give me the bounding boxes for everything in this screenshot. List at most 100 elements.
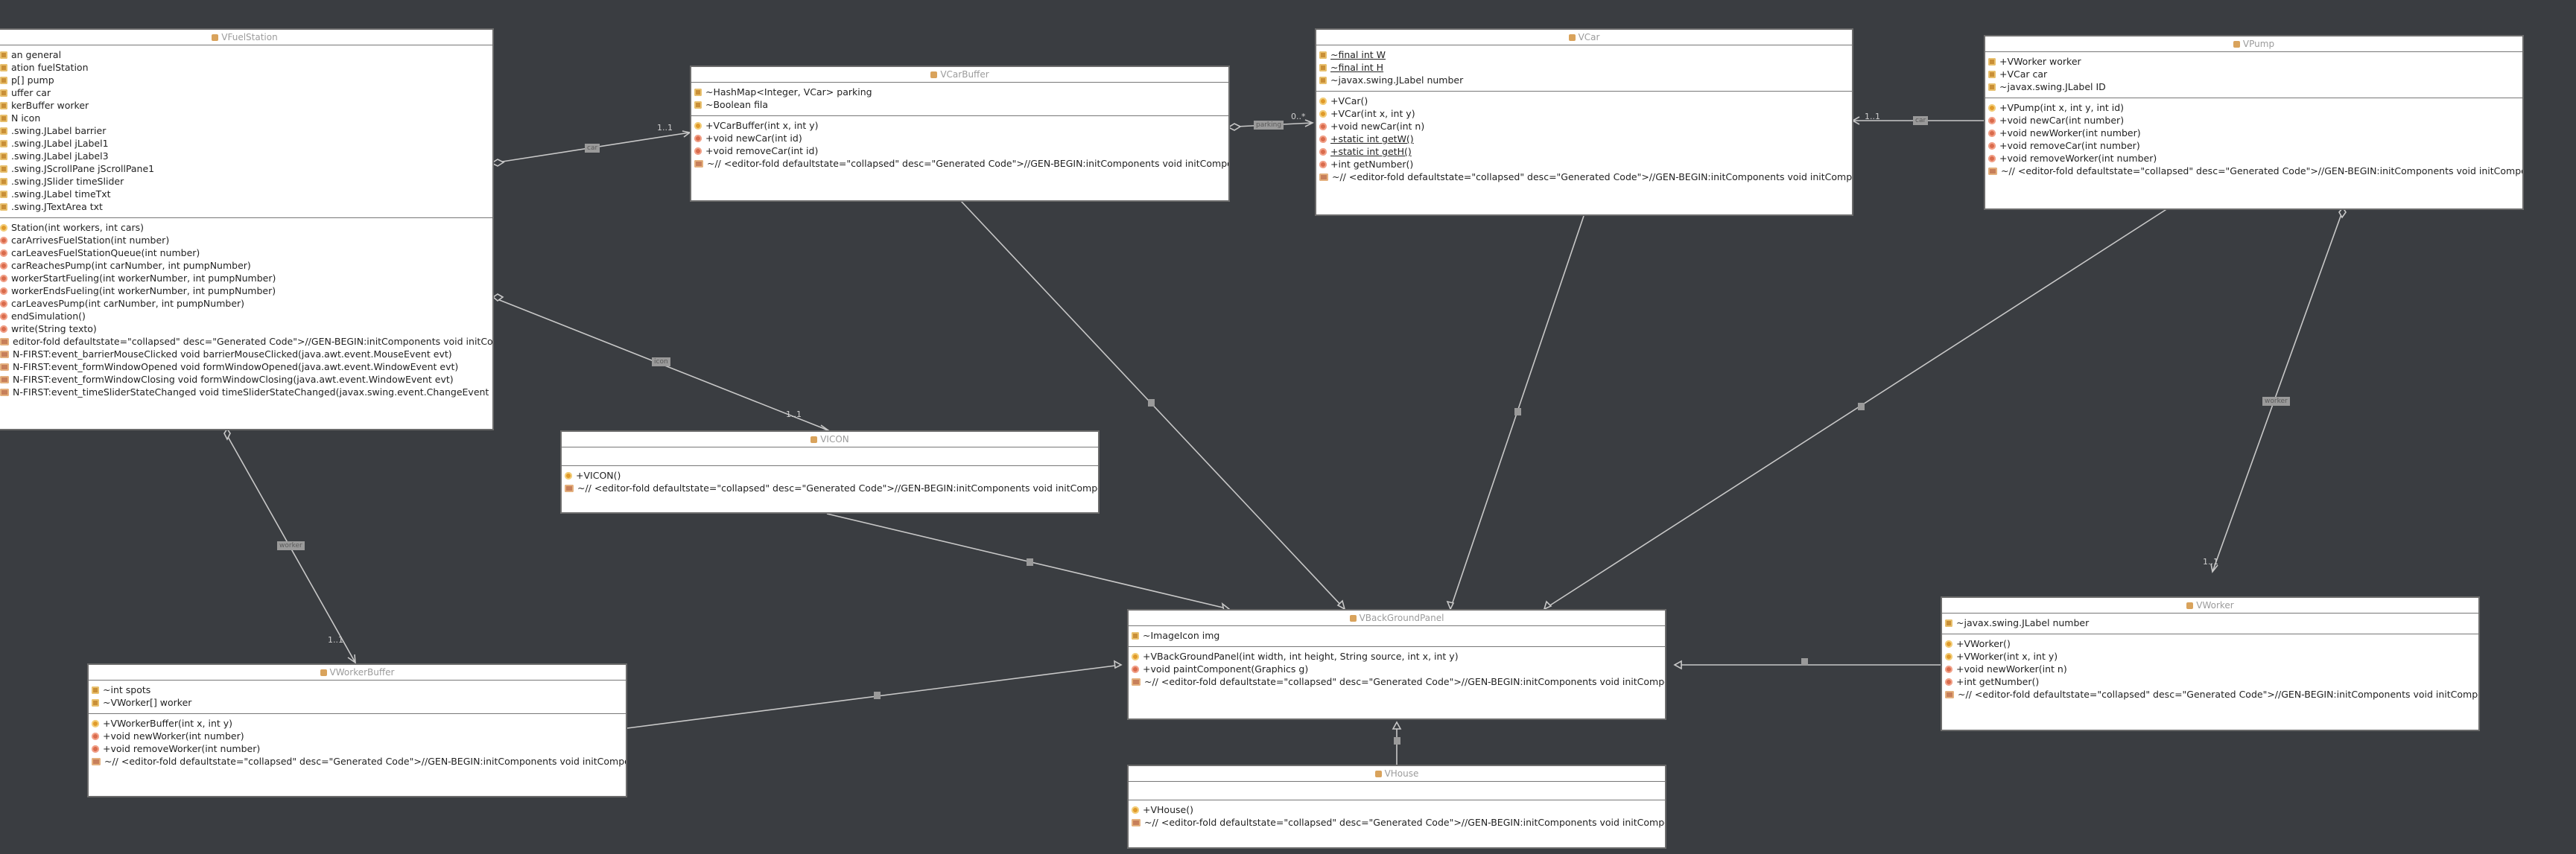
method-row[interactable]: +static int getH() — [1319, 145, 1852, 158]
field-row[interactable]: .swing.JLabel jLabel3 — [0, 150, 492, 162]
field-row[interactable]: .swing.JTextArea txt — [0, 200, 492, 213]
fold-icon — [0, 351, 9, 358]
method-row[interactable]: write(String texto) — [0, 322, 492, 335]
class-vworkerbuffer[interactable]: VWorkerBuffer~int spots~VWorker[] worker… — [87, 663, 627, 797]
class-vicon[interactable]: VICON+VICON()~// <editor-fold defaultsta… — [560, 430, 1100, 514]
method-row[interactable]: +VPump(int x, int y, int id) — [1988, 101, 2522, 114]
field-row[interactable]: ~javax.swing.JLabel ID — [1988, 80, 2522, 93]
field-row[interactable]: ~ImageIcon img — [1132, 629, 1665, 642]
method-row[interactable]: +void newWorker(int number) — [1988, 127, 2522, 139]
method-row[interactable]: +void newCar(int id) — [694, 132, 1228, 144]
method-row[interactable]: ~// <editor-fold defaultstate="collapsed… — [92, 755, 626, 768]
field-row[interactable]: an general — [0, 48, 492, 61]
field-row[interactable]: .swing.JLabel timeTxt — [0, 188, 492, 200]
method-row[interactable]: ~// <editor-fold defaultstate="collapsed… — [1132, 816, 1665, 829]
method-icon — [694, 147, 702, 155]
method-row[interactable]: Station(int workers, int cars) — [0, 221, 492, 234]
method-row[interactable]: carLeavesPump(int carNumber, int pumpNum… — [0, 297, 492, 310]
method-text: endSimulation() — [11, 310, 86, 322]
class-title: VWorker — [1942, 598, 2478, 614]
field-row[interactable]: uffer car — [0, 86, 492, 99]
constructor-icon — [92, 720, 99, 727]
field-row[interactable]: N icon — [0, 112, 492, 124]
method-icon — [1319, 136, 1327, 143]
class-vhouse[interactable]: VHouse+VHouse()~// <editor-fold defaults… — [1127, 765, 1666, 849]
field-row[interactable]: +VWorker worker — [1988, 55, 2522, 68]
field-row[interactable]: kerBuffer worker — [0, 99, 492, 112]
method-row[interactable]: +VBackGroundPanel(int width, int height,… — [1132, 650, 1665, 663]
fold-icon — [1132, 678, 1141, 686]
method-row[interactable]: N-FIRST:event_formWindowClosing void for… — [0, 373, 492, 386]
method-row[interactable]: +void removeWorker(int number) — [1988, 152, 2522, 165]
assoc-pump-worker[interactable] — [2212, 211, 2343, 573]
class-vbackgroundpanel[interactable]: VBackGroundPanel~ImageIcon img+VBackGrou… — [1127, 609, 1666, 720]
field-row[interactable]: .swing.JScrollPane jScrollPane1 — [0, 162, 492, 175]
field-text: ~Boolean fila — [705, 99, 769, 110]
field-row[interactable]: .swing.JSlider timeSlider — [0, 175, 492, 188]
method-row[interactable]: workerEndsFueling(int workerNumber, int … — [0, 284, 492, 297]
field-row[interactable]: p[] pump — [0, 74, 492, 86]
inheritance-arrowhead — [1114, 660, 1123, 669]
edge-handle[interactable] — [1148, 399, 1155, 407]
field-row[interactable]: +VCar car — [1988, 68, 2522, 80]
method-row[interactable]: carReachesPump(int carNumber, int pumpNu… — [0, 259, 492, 272]
field-row[interactable]: ~int spots — [92, 683, 626, 696]
method-row[interactable]: +void newWorker(int n) — [1945, 663, 2478, 675]
method-row[interactable]: +VWorker(int x, int y) — [1945, 650, 2478, 663]
field-row[interactable]: .swing.JLabel barrier — [0, 124, 492, 137]
method-row[interactable]: ~// <editor-fold defaultstate="collapsed… — [694, 157, 1228, 170]
method-row[interactable]: +VHouse() — [1132, 803, 1665, 816]
method-row[interactable]: +VWorker() — [1945, 637, 2478, 650]
class-vpump[interactable]: VPump+VWorker worker+VCar car~javax.swin… — [1984, 35, 2524, 210]
method-row[interactable]: +void newCar(int number) — [1988, 114, 2522, 127]
field-row[interactable]: ~Boolean fila — [694, 98, 1228, 111]
method-row[interactable]: +VICON() — [565, 469, 1098, 482]
method-row[interactable]: ~// <editor-fold defaultstate="collapsed… — [1132, 675, 1665, 688]
field-row[interactable]: ~final int H — [1319, 61, 1852, 74]
method-row[interactable]: +void newWorker(int number) — [92, 730, 626, 742]
method-row[interactable]: +static int getW() — [1319, 133, 1852, 145]
method-row[interactable]: ~// <editor-fold defaultstate="collapsed… — [1945, 688, 2478, 701]
method-row[interactable]: +int getNumber() — [1319, 158, 1852, 171]
class-vcarbuffer[interactable]: VCarBuffer~HashMap<Integer, VCar> parkin… — [690, 66, 1230, 202]
inherit-pump-bg[interactable] — [1544, 208, 2169, 610]
method-row[interactable]: +void removeWorker(int number) — [92, 742, 626, 755]
method-row[interactable]: carLeavesFuelStationQueue(int number) — [0, 246, 492, 259]
method-row[interactable]: N-FIRST:event_barrierMouseClicked void b… — [0, 348, 492, 360]
class-vcar[interactable]: VCar~final int W~final int H~javax.swing… — [1315, 28, 1853, 216]
edge-handle[interactable] — [1027, 558, 1033, 566]
method-row[interactable]: carArrivesFuelStation(int number) — [0, 234, 492, 246]
method-row[interactable]: N-FIRST:event_formWindowOpened void form… — [0, 360, 492, 373]
method-row[interactable]: ~// <editor-fold defaultstate="collapsed… — [1988, 165, 2522, 177]
method-row[interactable]: +VCar() — [1319, 95, 1852, 107]
method-row[interactable]: +VWorkerBuffer(int x, int y) — [92, 717, 626, 730]
field-row[interactable]: .swing.JLabel jLabel1 — [0, 137, 492, 150]
field-row[interactable]: ~javax.swing.JLabel number — [1945, 616, 2478, 629]
class-vworker[interactable]: VWorker ~javax.swing.JLabel number +VWorke… — [1941, 596, 2480, 731]
method-row[interactable]: ~// <editor-fold defaultstate="collapsed… — [565, 482, 1098, 494]
edge-handle[interactable] — [1514, 408, 1521, 415]
method-row[interactable]: +void newCar(int n) — [1319, 120, 1852, 133]
method-row[interactable]: +int getNumber() — [1945, 675, 2478, 688]
method-row[interactable]: workerStartFueling(int workerNumber, int… — [0, 272, 492, 284]
edge-handle[interactable] — [874, 692, 881, 699]
edge-handle[interactable] — [1858, 403, 1865, 410]
method-row[interactable]: +VCar(int x, int y) — [1319, 107, 1852, 120]
method-row[interactable]: +void removeCar(int id) — [694, 144, 1228, 157]
method-row[interactable]: editor-fold defaultstate="collapsed" des… — [0, 335, 492, 348]
field-row[interactable]: ~javax.swing.JLabel number — [1319, 74, 1852, 86]
method-row[interactable]: +void paintComponent(Graphics g) — [1132, 663, 1665, 675]
field-row[interactable]: ~VWorker[] worker — [92, 696, 626, 709]
method-row[interactable]: +void removeCar(int number) — [1988, 139, 2522, 152]
edge-handle[interactable] — [1394, 737, 1400, 745]
method-row[interactable]: ~// <editor-fold defaultstate="collapsed… — [1319, 171, 1852, 183]
method-row[interactable]: endSimulation() — [0, 310, 492, 322]
fold-icon — [1945, 691, 1954, 698]
field-row[interactable]: ~HashMap<Integer, VCar> parking — [694, 86, 1228, 98]
field-row[interactable]: ation fuelStation — [0, 61, 492, 74]
method-row[interactable]: N-FIRST:event_timeSliderStateChanged voi… — [0, 386, 492, 398]
field-row[interactable]: ~final int W — [1319, 48, 1852, 61]
method-row[interactable]: +VCarBuffer(int x, int y) — [694, 119, 1228, 132]
edge-handle[interactable] — [1801, 658, 1808, 666]
